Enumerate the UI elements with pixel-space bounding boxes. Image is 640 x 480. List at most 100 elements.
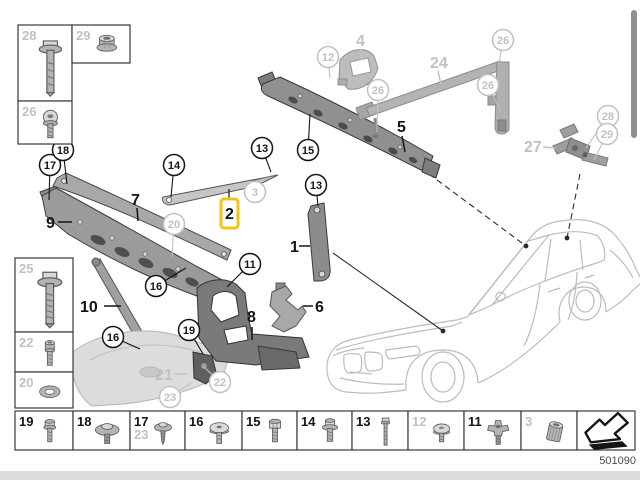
legend-box-22[interactable]: 22 [14, 331, 74, 373]
legend-box-arrow[interactable] [576, 410, 636, 451]
legend-box-26[interactable]: 26 [17, 100, 73, 145]
fastener-icon-screw-oval [209, 422, 229, 444]
part-label-7[interactable]: 7 [131, 192, 140, 209]
callout-number: 13 [310, 180, 322, 192]
legend-number: 15 [246, 414, 260, 429]
legend-number-secondary: 23 [134, 427, 148, 442]
callout-number: 22 [214, 377, 226, 389]
legend-number: 29 [76, 28, 90, 43]
callout-26[interactable]: 26 [366, 78, 390, 102]
callout-29[interactable]: 29 [595, 122, 619, 146]
selected-part-badge[interactable]: 2 [219, 189, 240, 230]
callout-number: 12 [322, 52, 334, 64]
callout-17[interactable]: 17 [38, 153, 62, 177]
legend-number: 3 [525, 414, 532, 429]
fastener-icon-clip-nut [487, 420, 510, 445]
callout-number: 16 [150, 281, 162, 293]
callout-number: 29 [601, 129, 613, 141]
callout-12[interactable]: 12 [316, 45, 340, 69]
figure-number: 501090 [599, 455, 636, 467]
part-label-4[interactable]: 4 [356, 33, 365, 50]
part-6-bracket [269, 282, 307, 333]
legend-box-13[interactable]: 13 [351, 410, 409, 451]
part-label-21[interactable]: 21 [155, 367, 173, 384]
part-label-5[interactable]: 5 [397, 119, 406, 136]
callout-19[interactable]: 19 [177, 318, 201, 342]
legend-box-29[interactable]: 29 [71, 24, 131, 64]
callout-22[interactable]: 22 [208, 370, 232, 394]
legend-box-18[interactable]: 18 [72, 410, 131, 451]
legend-number: 26 [22, 104, 36, 119]
fastener-icon-bolt-round [42, 109, 58, 139]
legend-number: 13 [356, 414, 370, 429]
selected-part-number: 2 [225, 206, 234, 223]
legend-box-11[interactable]: 11 [463, 410, 522, 451]
legend-box-15[interactable]: 15 [241, 410, 298, 451]
legend-box-20[interactable]: 20 [14, 371, 74, 409]
callout-26[interactable]: 26 [476, 73, 500, 97]
footer-strip [0, 471, 640, 480]
callout-number: 11 [244, 259, 256, 271]
part-27-bracket [552, 123, 609, 167]
callout-number: 20 [168, 219, 180, 231]
legend-number: 25 [19, 261, 33, 276]
fastener-icon-nut-flange [96, 34, 118, 52]
fastener-icon-bolt-hex-flange [321, 418, 339, 442]
callout-number: 13 [256, 143, 268, 155]
part-21-rail [69, 330, 231, 407]
fastener-icon-bolt-hex [269, 418, 281, 443]
callout-16[interactable]: 16 [144, 274, 168, 298]
callout-28[interactable]: 28 [596, 104, 620, 128]
legend-number: 20 [19, 375, 33, 390]
legend-number: 18 [77, 414, 91, 429]
callout-16[interactable]: 16 [101, 325, 125, 349]
legend-box-16[interactable]: 16 [184, 410, 243, 451]
part-label-24[interactable]: 24 [430, 55, 448, 72]
callout-13[interactable]: 13 [304, 173, 328, 197]
fastener-icon-bolt-flange-long [37, 271, 63, 329]
legend-box-3[interactable]: 3 [520, 410, 578, 451]
scrollbar-thumb[interactable] [631, 10, 637, 138]
part-24-strut-rear [355, 60, 510, 138]
part-label-8[interactable]: 8 [247, 309, 256, 326]
callout-11[interactable]: 11 [238, 252, 262, 276]
callout-number: 18 [57, 145, 69, 157]
fastener-icon-washer [39, 385, 61, 399]
callout-number: 28 [602, 111, 614, 123]
callout-15[interactable]: 15 [296, 138, 320, 162]
part-8-reinforcement [196, 279, 310, 371]
legend-box-25[interactable]: 25 [14, 257, 74, 333]
part-label-6[interactable]: 6 [315, 299, 324, 316]
callout-number: 19 [183, 325, 195, 337]
fastener-icon-screw-pointed [154, 422, 172, 446]
part-label-1[interactable]: 1 [290, 239, 299, 256]
fastener-icon-bolt-socket [44, 340, 55, 366]
callout-number: 15 [302, 145, 314, 157]
legend-number: 16 [189, 414, 203, 429]
fastener-icon-bolt-long [38, 40, 63, 97]
part-label-9[interactable]: 9 [46, 215, 55, 232]
legend-box-28[interactable]: 28 [17, 24, 73, 102]
legend-number: 28 [22, 28, 36, 43]
callout-number: 3 [252, 187, 258, 199]
callout-13[interactable]: 13 [250, 136, 274, 160]
callout-14[interactable]: 14 [162, 153, 186, 177]
legend-number: 19 [19, 414, 33, 429]
part-label-10[interactable]: 10 [80, 299, 98, 316]
legend-box-12[interactable]: 12 [407, 410, 465, 451]
callout-number: 26 [497, 35, 509, 47]
callout-20[interactable]: 20 [162, 212, 186, 236]
callout-26[interactable]: 26 [491, 28, 515, 52]
callout-23[interactable]: 23 [158, 385, 182, 409]
legend-box-19[interactable]: 19 [14, 410, 74, 451]
legend-number: 17 [134, 414, 148, 429]
legend-box-14[interactable]: 14 [296, 410, 353, 451]
part-label-27[interactable]: 27 [524, 139, 542, 156]
callout-3[interactable]: 3 [243, 180, 267, 204]
legend-number: 14 [301, 414, 316, 429]
fastener-icon-screw-big-washer [94, 423, 120, 444]
callout-18[interactable]: 18 [51, 138, 75, 162]
